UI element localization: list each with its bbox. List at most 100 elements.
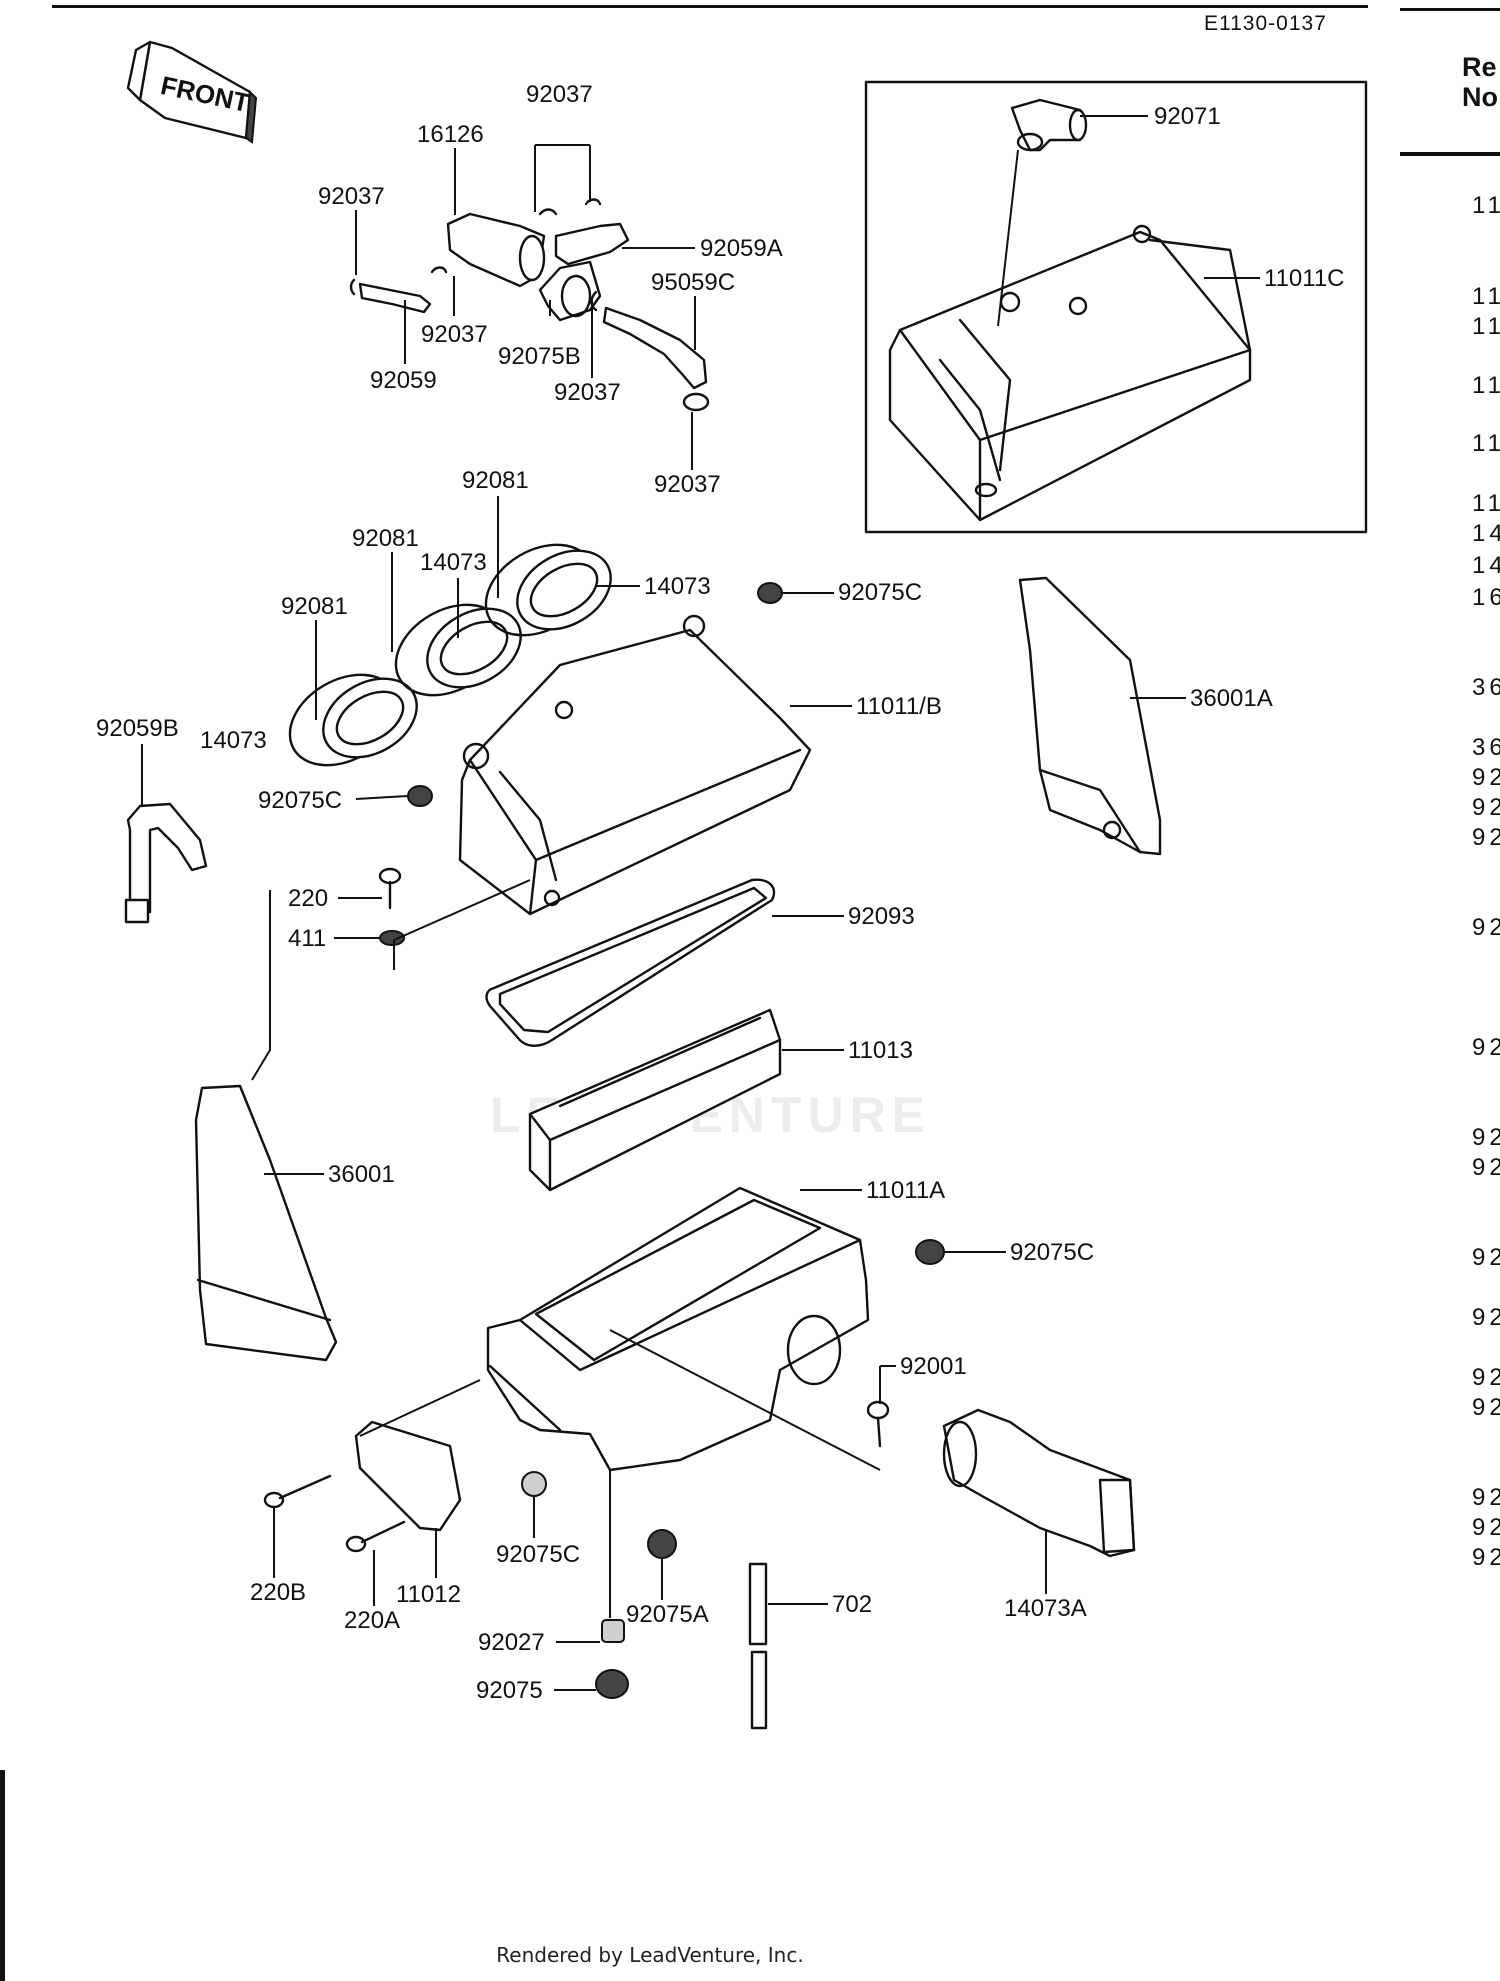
ref-number: 11 <box>1472 490 1500 517</box>
bolt-92001 <box>866 1400 890 1448</box>
elbow-92071 <box>997 98 1088 327</box>
ref-number: 11 <box>1472 283 1500 310</box>
guide-line-screw <box>393 879 531 970</box>
hose-92059b <box>124 802 208 924</box>
screw-220b <box>263 1474 332 1509</box>
ref-number: 92 <box>1472 764 1500 791</box>
label-11012: 11012 <box>396 1581 461 1608</box>
ref-number: 92 <box>1472 1124 1500 1151</box>
label-11013: 11013 <box>848 1037 913 1064</box>
ref-rule <box>1400 152 1500 156</box>
screw-220 <box>378 867 405 946</box>
ref-number: 14 <box>1472 552 1500 579</box>
grommet-92075a <box>647 1529 677 1559</box>
ref-number: 92 <box>1472 1154 1500 1181</box>
ref-number: 14 <box>1472 520 1500 547</box>
label-11011b: 11011/B <box>856 693 942 720</box>
ref-header-line1: Re <box>1462 52 1497 82</box>
callouts: 92037 16126 92037 92059A 95059C 92037 92… <box>96 81 1345 1704</box>
ref-number: 92 <box>1472 1544 1500 1571</box>
side-cover-36001a <box>1018 576 1162 856</box>
label-92081-a: 92081 <box>462 467 529 494</box>
ref-number: 11 <box>1472 192 1500 219</box>
label-92059: 92059 <box>370 367 437 394</box>
label-14073-b: 14073 <box>644 573 711 600</box>
label-92059b: 92059B <box>96 715 179 742</box>
label-16126: 16126 <box>417 121 484 148</box>
label-220: 220 <box>288 885 328 912</box>
label-92075c-left: 92075C <box>258 787 342 814</box>
footer-credit: Rendered by LeadVenture, Inc. <box>496 1943 804 1967</box>
hose-assembly <box>349 198 710 412</box>
label-92093: 92093 <box>848 903 915 930</box>
label-702: 702 <box>832 1591 872 1618</box>
plate-11012 <box>354 1420 462 1532</box>
label-92037: 92037 <box>526 81 593 108</box>
label-11011a: 11011A <box>866 1177 945 1204</box>
cover-11011c <box>888 224 1252 522</box>
label-92071: 92071 <box>1154 103 1221 130</box>
ref-number: 92 <box>1472 824 1500 851</box>
label-220a: 220A <box>344 1607 400 1634</box>
ref-number: 11 <box>1472 430 1500 457</box>
ref-rule-top <box>1400 8 1500 11</box>
cap-92027 <box>601 1619 625 1643</box>
ref-number: 36 <box>1472 734 1500 761</box>
label-92075c-top: 92075C <box>838 579 922 606</box>
ref-number: 92 <box>1472 1484 1500 1511</box>
label-14073-c: 14073 <box>200 727 267 754</box>
left-edge-bar <box>0 1770 5 1981</box>
label-92075b: 92075B <box>498 343 581 370</box>
label-14073-a: 14073 <box>420 549 487 576</box>
guide-line-cover <box>251 890 271 1081</box>
grommet-92075c-right <box>915 1239 945 1265</box>
label-92037-bottom: 92037 <box>654 471 721 498</box>
ref-number: 92 <box>1472 1034 1500 1061</box>
inset-box <box>864 80 1368 534</box>
ref-number: 92 <box>1472 1514 1500 1541</box>
label-220b: 220B <box>250 1579 306 1606</box>
ref-number: 92 <box>1472 914 1500 941</box>
side-cover-36001 <box>194 1084 338 1362</box>
guide-line-plate <box>359 1379 481 1437</box>
guide-line-bolt <box>609 1329 881 1471</box>
label-11011c: 11011C <box>1264 265 1345 292</box>
ref-header: Re No <box>1462 52 1498 112</box>
reference-panel: Re No 11 11 11 11 11 11 14 14 16 36 36 9… <box>1400 0 1500 1760</box>
tube-702 <box>748 1562 768 1730</box>
ref-number: 92 <box>1472 1364 1500 1391</box>
case-11011b <box>458 614 812 916</box>
label-92037-mid: 92037 <box>421 321 488 348</box>
label-92037-b: 92037 <box>554 379 621 406</box>
top-rule <box>52 5 1368 8</box>
label-411: 411 <box>288 925 326 952</box>
ref-number: 36 <box>1472 674 1500 701</box>
label-92081-c: 92081 <box>281 593 348 620</box>
gasket-92093 <box>485 878 776 1047</box>
case-11011a <box>486 1186 870 1472</box>
ref-number: 92 <box>1472 1304 1500 1331</box>
grommet-92075c-top <box>757 582 783 604</box>
label-92075: 92075 <box>476 1677 543 1704</box>
grommet-92075c-bottom <box>521 1471 547 1497</box>
label-92075c-bottom: 92075C <box>496 1541 580 1568</box>
label-92081-b: 92081 <box>352 525 419 552</box>
label-36001: 36001 <box>328 1161 395 1188</box>
diagram-code: E1130-0137 <box>1204 12 1327 35</box>
label-92001: 92001 <box>900 1353 967 1380</box>
front-arrow-icon: FRONT <box>126 40 258 144</box>
label-92075c-right: 92075C <box>1010 1239 1094 1266</box>
grommet-92075 <box>595 1669 629 1699</box>
duct-14073a <box>942 1408 1136 1558</box>
ref-header-line2: No <box>1462 82 1498 112</box>
ref-number: 16 <box>1472 584 1500 611</box>
ref-number: 92 <box>1472 1394 1500 1421</box>
ref-number: 11 <box>1472 372 1500 399</box>
ref-number: 92 <box>1472 794 1500 821</box>
intake-rings <box>288 543 612 767</box>
label-92037-left: 92037 <box>318 183 385 210</box>
label-14073a: 14073A <box>1004 1595 1087 1622</box>
filter-11013 <box>528 1008 782 1192</box>
ref-number: 11 <box>1472 313 1500 340</box>
